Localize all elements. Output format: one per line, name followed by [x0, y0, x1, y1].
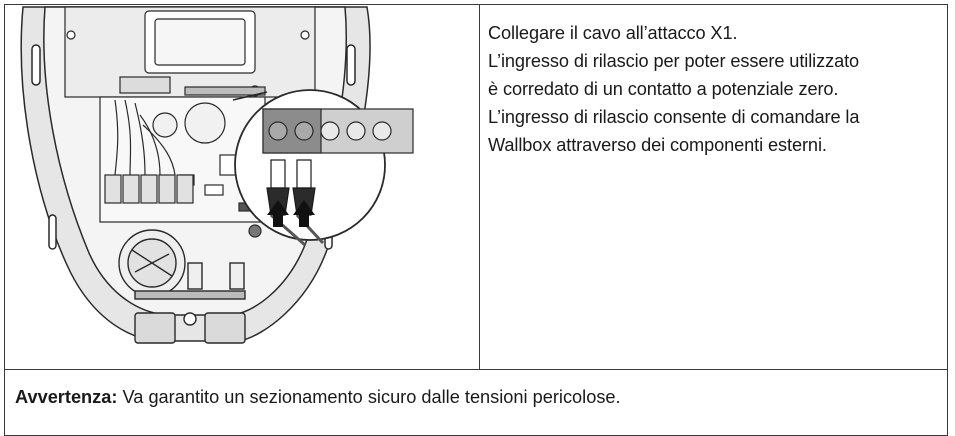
warning-label: Avvertenza: — [15, 387, 118, 407]
instruction-line-1: Collegare il cavo all’attacco X1. — [488, 23, 738, 43]
control-board — [64, 6, 316, 98]
warning-row: Avvertenza: Va garantito un sezionamento… — [4, 369, 948, 436]
wallbox-wiring-illustration — [20, 6, 414, 344]
terminal-block-x1 — [262, 108, 414, 154]
instruction-row: Collegare il cavo all’attacco X1. L’ingr… — [4, 4, 948, 370]
figure-cell — [4, 4, 480, 370]
instruction-line-2: L’ingresso di rilascio per poter essere … — [488, 51, 860, 71]
instruction-line-4: L’ingresso di rilascio consente di coman… — [488, 107, 860, 127]
housing-feet — [134, 312, 246, 344]
terminal-callout — [232, 89, 414, 247]
instruction-line-3: è corredato di un contatto a potenziale … — [488, 79, 839, 99]
warning-text: Va garantito un sezionamento sicuro dall… — [117, 387, 621, 407]
instruction-line-5: Wallbox attraverso dei componenti estern… — [488, 135, 827, 155]
warning-cell: Avvertenza: Va garantito un sezionamento… — [4, 369, 948, 436]
instruction-text-cell: Collegare il cavo all’attacco X1. L’ingr… — [479, 4, 948, 370]
cable-gland — [118, 229, 246, 300]
insert-arrow-icon — [267, 200, 315, 227]
instruction-table: Collegare il cavo all’attacco X1. L’ingr… — [4, 4, 948, 436]
